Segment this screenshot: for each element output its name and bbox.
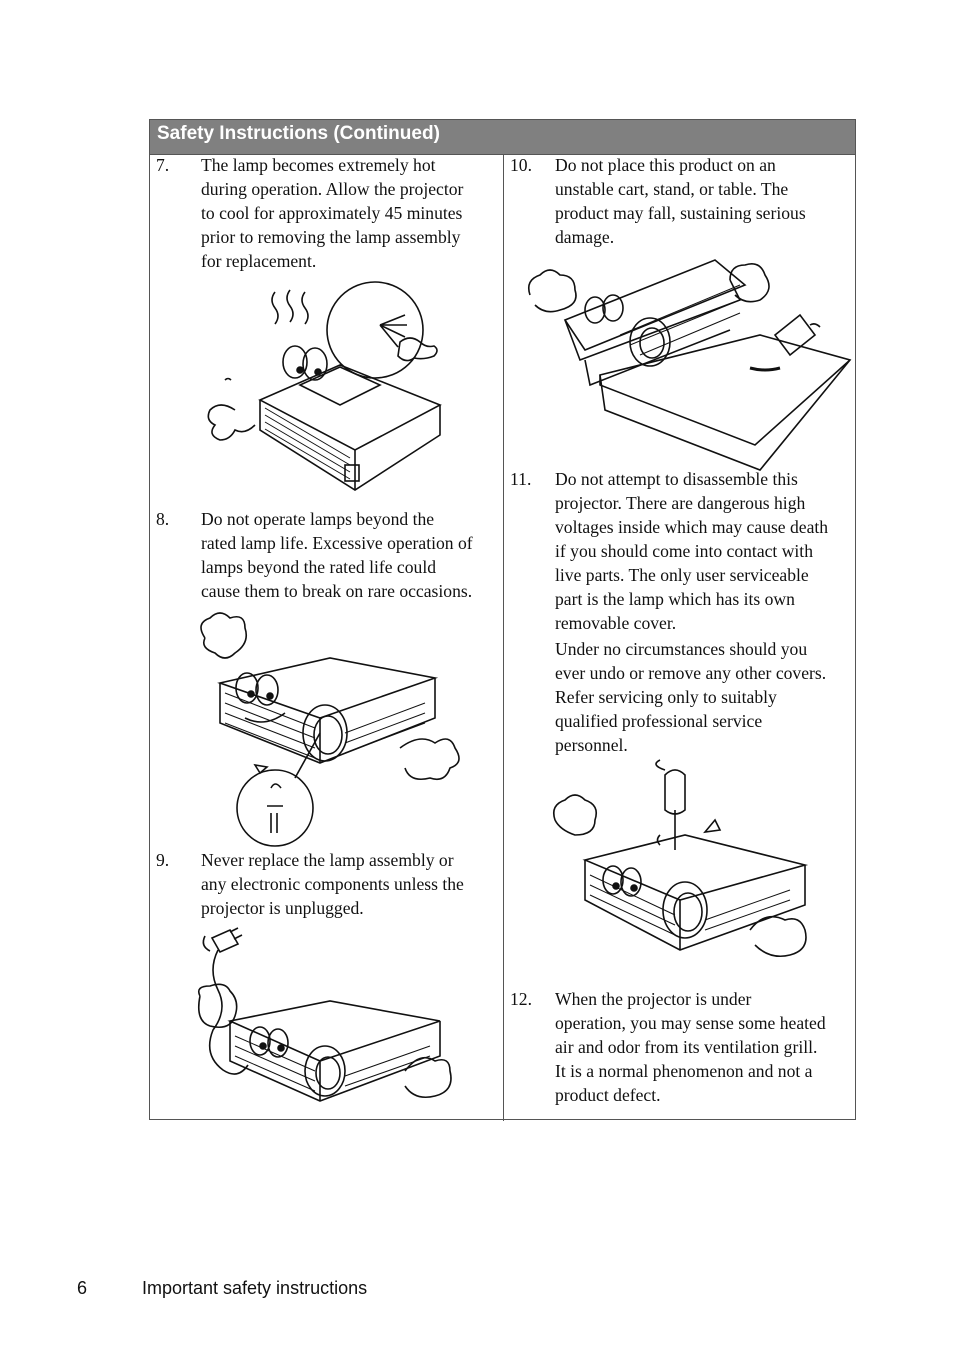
- item-number: 7.: [156, 155, 170, 175]
- footer-chapter-title: Important safety instructions: [142, 1278, 368, 1298]
- column-divider: [503, 155, 504, 1121]
- item-text: The lamp becomes extremely hot during op…: [201, 155, 464, 271]
- item-text: When the projector is under operation, y…: [555, 989, 826, 1105]
- hot-lamp-illustration: [207, 281, 442, 491]
- section-header: Safety Instructions (Continued): [150, 120, 855, 155]
- lamp-life-illustration: [200, 612, 460, 847]
- item-number: 9.: [156, 850, 170, 870]
- disassemble-illustration: [552, 759, 809, 958]
- item-number: 8.: [156, 509, 170, 529]
- item-number: 10.: [510, 155, 532, 175]
- item-text: Do not place this product on an unstable…: [555, 155, 806, 247]
- unstable-table-illustration: [527, 259, 852, 471]
- unplug-illustration: [197, 927, 452, 1102]
- page-number: 6: [77, 1278, 88, 1298]
- item-text: Never replace the lamp assembly or any e…: [201, 850, 464, 918]
- safety-instructions-panel: Safety Instructions (Continued) 7. The l…: [149, 119, 856, 1121]
- item-number: 11.: [510, 469, 532, 489]
- item-text: Do not attempt to disassemble this proje…: [555, 469, 829, 755]
- item-number: 12.: [510, 989, 532, 1009]
- section-title: Safety Instructions (Continued): [157, 123, 440, 144]
- item-text: Do not operate lamps beyond the rated la…: [201, 509, 473, 601]
